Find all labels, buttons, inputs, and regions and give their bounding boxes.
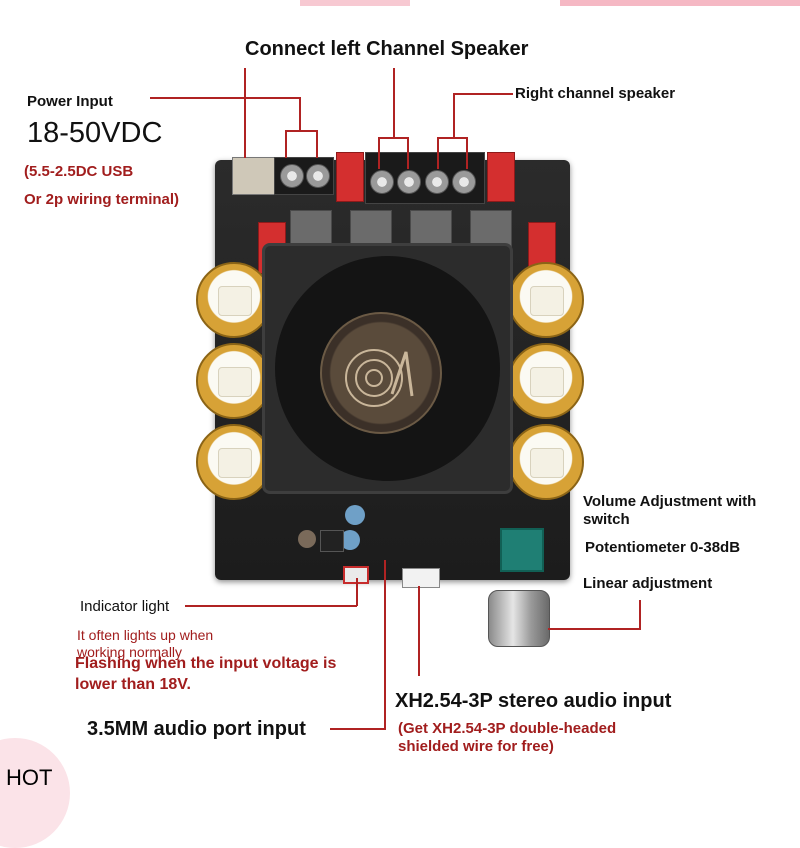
callout-right-d2 bbox=[466, 137, 468, 169]
volume-knob[interactable] bbox=[488, 590, 550, 647]
speaker-screw-2 bbox=[397, 170, 421, 194]
callout-power-bar bbox=[285, 130, 317, 132]
top-deco-strip bbox=[300, 0, 410, 6]
label-xh-input: XH2.54-3P stereo audio input bbox=[395, 690, 672, 712]
label-usb-note-2: Or 2p wiring terminal) bbox=[24, 191, 180, 208]
label-volume-2: switch bbox=[583, 511, 630, 528]
volume-potentiometer bbox=[500, 528, 544, 572]
callout-xh-v bbox=[418, 586, 420, 676]
music-logo-icon bbox=[345, 349, 414, 407]
callout-power-v bbox=[299, 97, 301, 131]
capacitor-right-2 bbox=[508, 343, 584, 419]
capacitor-right-3 bbox=[508, 424, 584, 500]
capacitor-right-1 bbox=[508, 262, 584, 338]
top-deco-strip-2 bbox=[560, 0, 800, 6]
callout-power-d1 bbox=[285, 130, 287, 158]
callout-right-h bbox=[453, 93, 513, 95]
label-indicator: Indicator light bbox=[80, 598, 170, 615]
callout-power-d2 bbox=[316, 130, 318, 158]
label-power-input: Power Input bbox=[27, 93, 113, 110]
capacitor-left-3 bbox=[196, 424, 272, 500]
label-voltage: 18-50VDC bbox=[27, 117, 163, 149]
callout-left-bar bbox=[378, 137, 409, 139]
label-linear: Linear adjustment bbox=[583, 575, 713, 592]
label-indicator-note-1: It often lights up when bbox=[77, 627, 214, 643]
callout-right-v bbox=[453, 93, 455, 137]
speaker-screw-3 bbox=[425, 170, 449, 194]
label-xh-note-1: (Get XH2.54-3P double-headed bbox=[398, 720, 617, 737]
audio-jack bbox=[320, 530, 344, 552]
power-screw-1 bbox=[280, 164, 304, 188]
callout-audio-h bbox=[330, 728, 386, 730]
label-usb-note-1: (5.5-2.5DC USB bbox=[24, 163, 134, 180]
hot-badge-text: HOT bbox=[6, 765, 53, 790]
callout-audio-v bbox=[384, 560, 386, 730]
label-potentiometer: Potentiometer 0-38dB bbox=[585, 539, 741, 556]
label-audio-port: 3.5MM audio port input bbox=[87, 718, 306, 740]
small-cap-1 bbox=[345, 505, 365, 525]
small-cap-3 bbox=[298, 530, 316, 548]
dc-jack bbox=[232, 157, 276, 195]
callout-left-v bbox=[393, 68, 395, 138]
speaker-screw-1 bbox=[370, 170, 394, 194]
callout-knob-v bbox=[639, 600, 641, 630]
xh-connector bbox=[402, 568, 440, 588]
relay-2 bbox=[487, 152, 515, 202]
callout-power-jack bbox=[244, 68, 246, 158]
label-indicator-note-2: working normally bbox=[77, 644, 183, 660]
label-xh-note-2: shielded wire for free) bbox=[398, 738, 554, 755]
callout-right-bar bbox=[437, 137, 468, 139]
callout-left-d1 bbox=[378, 137, 380, 169]
power-screw-2 bbox=[306, 164, 330, 188]
label-volume-1: Volume Adjustment with bbox=[583, 493, 757, 510]
callout-indicator-v bbox=[356, 578, 358, 606]
hot-badge bbox=[0, 738, 70, 848]
small-cap-2 bbox=[340, 530, 360, 550]
capacitor-left-1 bbox=[196, 262, 272, 338]
label-right-channel: Right channel speaker bbox=[515, 85, 676, 102]
callout-power-h bbox=[150, 97, 300, 99]
fan-hub-logo bbox=[320, 312, 442, 434]
label-flash-1: Flashing when the input voltage is bbox=[75, 655, 337, 672]
label-connect-left: Connect left Channel Speaker bbox=[245, 38, 529, 60]
callout-indicator-h bbox=[185, 605, 357, 607]
capacitor-left-2 bbox=[196, 343, 272, 419]
speaker-screw-4 bbox=[452, 170, 476, 194]
callout-knob-h bbox=[548, 628, 640, 630]
label-flash-2: lower than 18V. bbox=[75, 676, 191, 693]
callout-right-d1 bbox=[437, 137, 439, 169]
callout-left-d2 bbox=[407, 137, 409, 169]
relay-1 bbox=[336, 152, 364, 202]
